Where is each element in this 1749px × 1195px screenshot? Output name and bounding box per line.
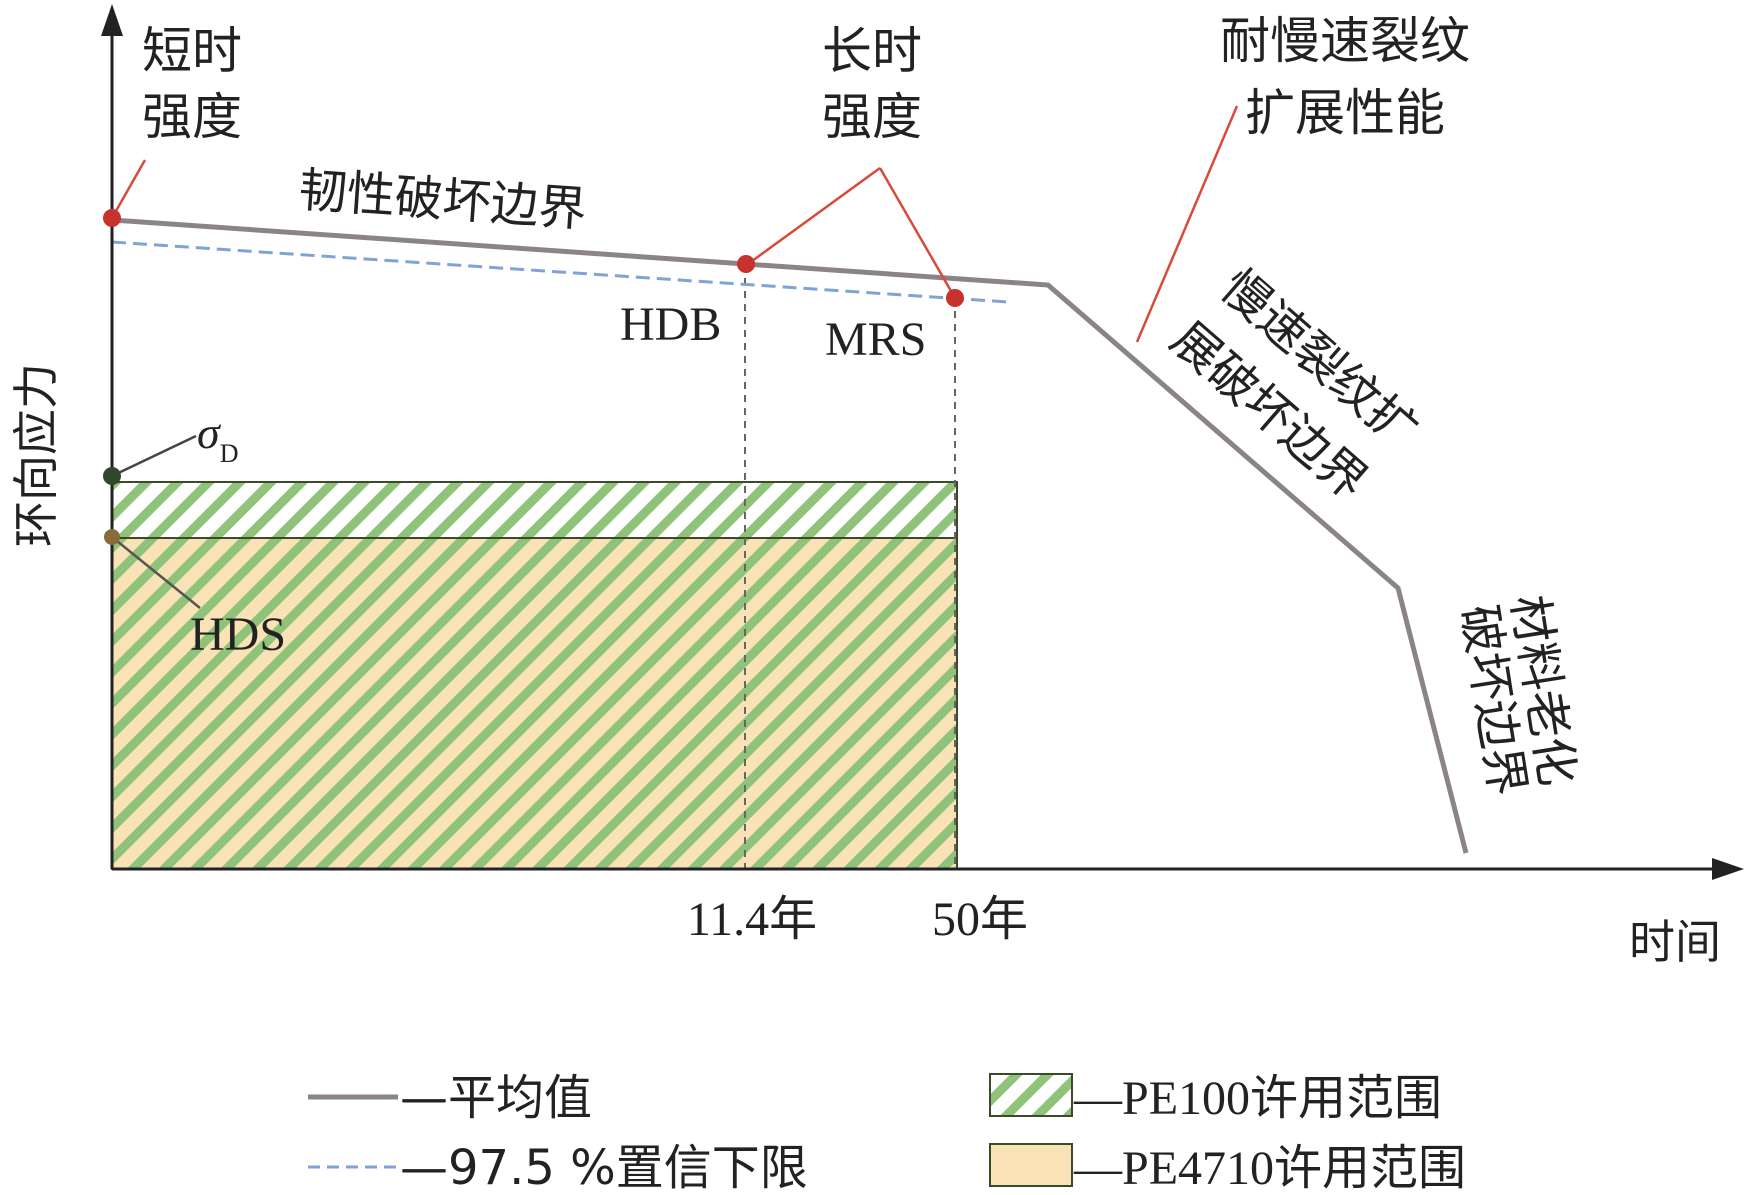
sigma-subscript: D xyxy=(220,439,239,468)
y-axis-arrow xyxy=(101,4,123,36)
x-axis-arrow xyxy=(1712,858,1744,880)
long-term-pointer-hdb xyxy=(747,166,881,266)
sigma-d-point xyxy=(103,467,121,485)
mean-line xyxy=(111,217,1469,854)
legend-pe100-label: —PE100许用范围 xyxy=(1073,1072,1442,1125)
sigma-d-label: σD xyxy=(197,407,238,468)
hdb-point xyxy=(737,255,755,273)
hds-leader xyxy=(111,536,201,609)
x-tick-50: 50年 xyxy=(932,893,1028,946)
legend-pe4710-swatch xyxy=(989,1143,1073,1187)
y-axis-label: 环向应力 xyxy=(9,363,63,547)
legend-mean-label: —平均值 xyxy=(400,1070,592,1126)
mrs-point xyxy=(946,289,964,307)
hds-label: HDS xyxy=(190,608,286,661)
pe100-region xyxy=(111,481,958,539)
legend-lower-limit-label: —97.5 %置信下限 xyxy=(400,1140,808,1195)
long-term-label-2: 强度 xyxy=(822,88,922,146)
hdb-label: HDB xyxy=(620,298,721,351)
pe4710-region xyxy=(111,537,958,870)
legend-pe4710-label: —PE4710许用范围 xyxy=(1073,1142,1466,1195)
long-term-pointer-mrs xyxy=(878,167,957,299)
mrs-label: MRS xyxy=(825,313,926,366)
lower-limit-line xyxy=(111,240,1009,304)
short-term-pointer xyxy=(110,159,147,219)
x-axis-label: 时间 xyxy=(1629,915,1721,969)
scg-resistance-label-1: 耐慢速裂纹 xyxy=(1220,12,1470,70)
short-term-label-2: 强度 xyxy=(142,88,242,146)
short-term-label-1: 短时 xyxy=(142,22,242,80)
scg-resistance-label-2: 扩展性能 xyxy=(1245,84,1445,142)
hds-point xyxy=(104,529,120,545)
ductile-failure-label: 韧性破坏边界 xyxy=(297,162,588,238)
sigma-leader xyxy=(111,434,197,478)
x-tick-11-4: 11.4年 xyxy=(687,893,817,946)
sigma-symbol: σ xyxy=(197,407,222,458)
long-term-label-1: 长时 xyxy=(822,22,922,80)
short-term-point xyxy=(103,209,121,227)
scg-pointer xyxy=(1135,105,1239,343)
legend-pe100-swatch xyxy=(989,1073,1073,1117)
